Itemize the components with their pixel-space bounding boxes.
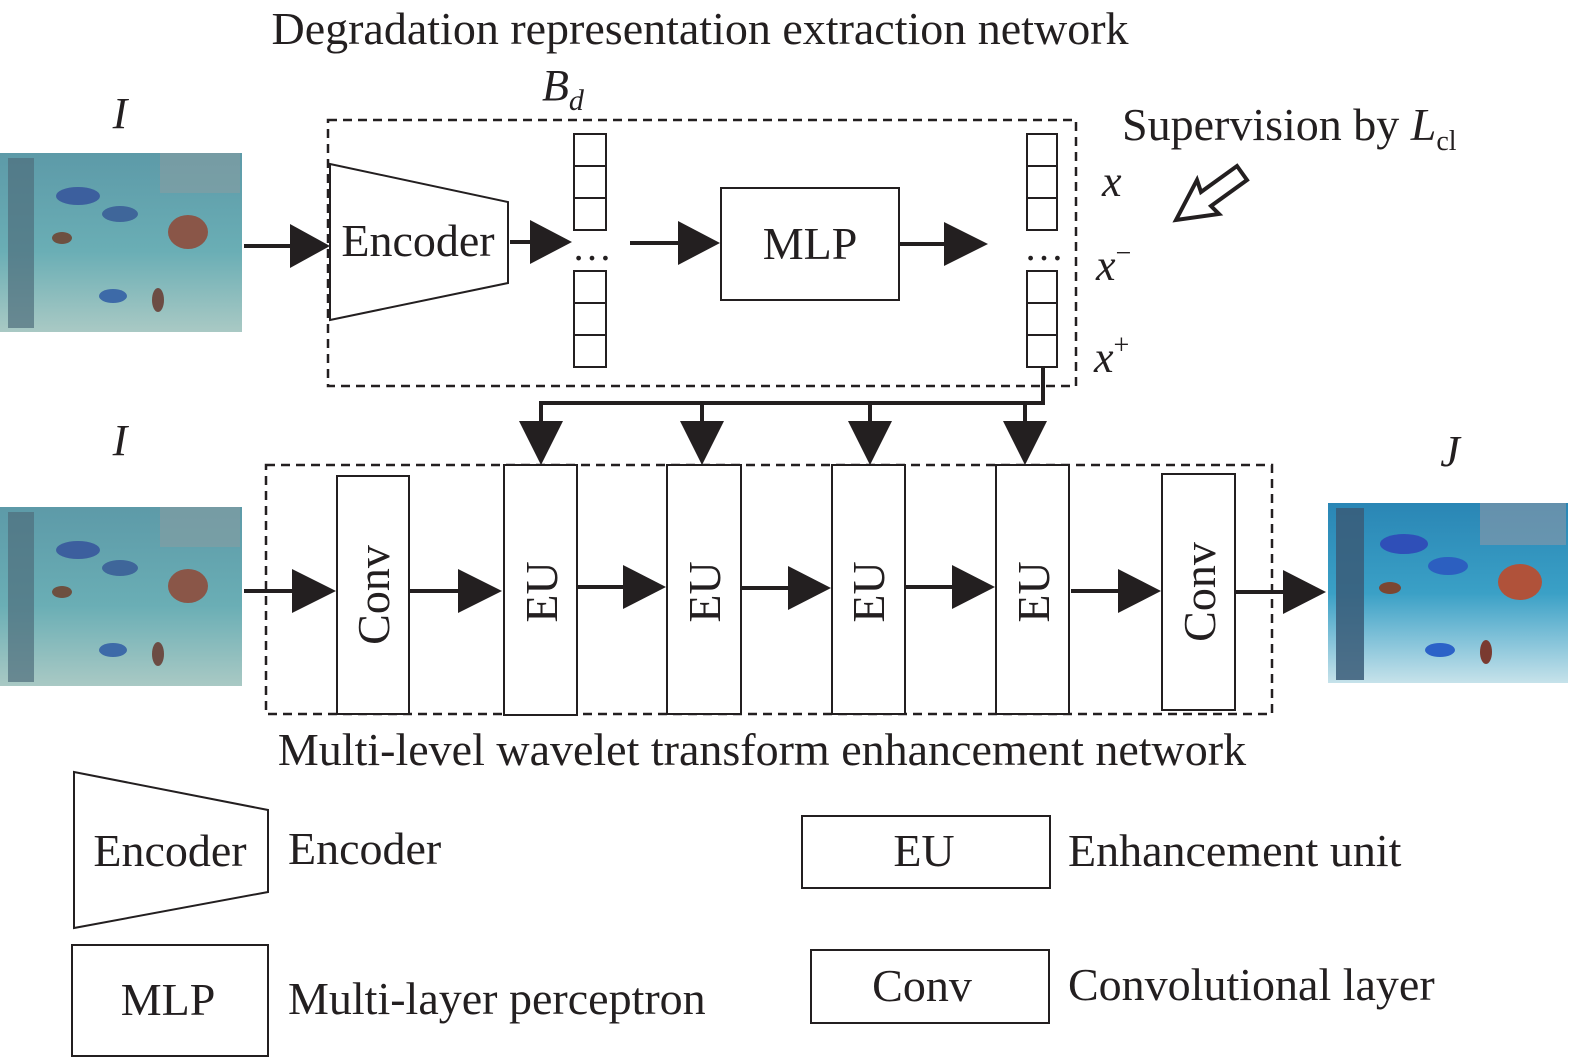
- eu-label-2: EU: [679, 561, 730, 622]
- ellipsis-left: …: [572, 224, 612, 269]
- supervision-prefix: Supervision by: [1122, 99, 1411, 150]
- encoder-label: Encoder: [341, 215, 494, 266]
- loss-subscript: cl: [1436, 126, 1456, 157]
- top-input-label: I: [112, 89, 130, 138]
- bd-main: B: [542, 61, 569, 110]
- eu-block-1: [503, 464, 578, 716]
- eu-block-2: [666, 464, 742, 715]
- top-flow-arrows: [244, 220, 988, 268]
- degradation-network-container: [326, 118, 1078, 388]
- conv-output-block: [1161, 473, 1236, 711]
- legend-eu-desc: Enhancement unit: [1068, 825, 1402, 876]
- legend-encoder-shape: [73, 770, 269, 930]
- bd-label: Bd: [542, 61, 585, 117]
- legend-conv-shape: [810, 949, 1050, 1024]
- x-positive-label: x+: [1093, 330, 1129, 382]
- ellipsis-right: …: [1024, 224, 1064, 269]
- bottom-network-title: Multi-level wavelet transform enhancemen…: [278, 724, 1246, 775]
- hazy-underwater-image-bottom: [0, 507, 242, 686]
- eu-block-3: [831, 464, 906, 715]
- legend-mlp-shape-label: MLP: [121, 974, 216, 1025]
- x-pos-sup: +: [1114, 330, 1130, 361]
- legend-conv-desc: Convolutional layer: [1068, 959, 1435, 1010]
- eu-label-3: EU: [843, 561, 894, 622]
- legend-eu-shape: [801, 815, 1051, 889]
- loss-main: L: [1410, 99, 1437, 150]
- hazy-underwater-image-top: [0, 153, 242, 332]
- x-anchor-label: x: [1101, 157, 1122, 206]
- x-pos-base: x: [1093, 333, 1114, 382]
- degradation-feed-lines: [519, 367, 1047, 465]
- output-label: J: [1440, 427, 1462, 476]
- eu-label-1: EU: [516, 561, 567, 622]
- mlp-block: [720, 187, 900, 301]
- top-network-title: Degradation representation extraction ne…: [271, 3, 1128, 54]
- bottom-flow-arrows: [244, 565, 1326, 614]
- legend-mlp-shape: [71, 944, 269, 1057]
- bd-subscript: d: [569, 84, 585, 117]
- legend-eu-shape-label: EU: [893, 825, 954, 876]
- legend-encoder-shape-label: Encoder: [93, 825, 246, 876]
- eu-block-4: [995, 464, 1070, 715]
- legend-encoder-desc: Encoder: [288, 823, 441, 874]
- encoder-block: [329, 162, 509, 322]
- legend-conv-shape-label: Conv: [872, 960, 972, 1011]
- x-neg-base: x: [1095, 241, 1116, 290]
- legend-mlp-desc: Multi-layer perceptron: [288, 973, 706, 1024]
- feature-vector-right: [1026, 133, 1058, 368]
- enhanced-underwater-image: [1328, 503, 1568, 683]
- supervision-label: Supervision by Lcl: [1122, 99, 1457, 157]
- bottom-input-label: I: [112, 416, 130, 465]
- mlp-label: MLP: [763, 218, 858, 269]
- conv-input-label: Conv: [348, 545, 399, 645]
- eu-label-4: EU: [1008, 561, 1059, 622]
- x-negative-label: x−: [1095, 238, 1131, 290]
- supervision-arrow-icon: [1172, 163, 1250, 223]
- conv-output-label: Conv: [1174, 542, 1225, 642]
- x-neg-sup: −: [1116, 238, 1132, 269]
- conv-input-block: [336, 475, 410, 715]
- feature-vector-left: [573, 133, 607, 368]
